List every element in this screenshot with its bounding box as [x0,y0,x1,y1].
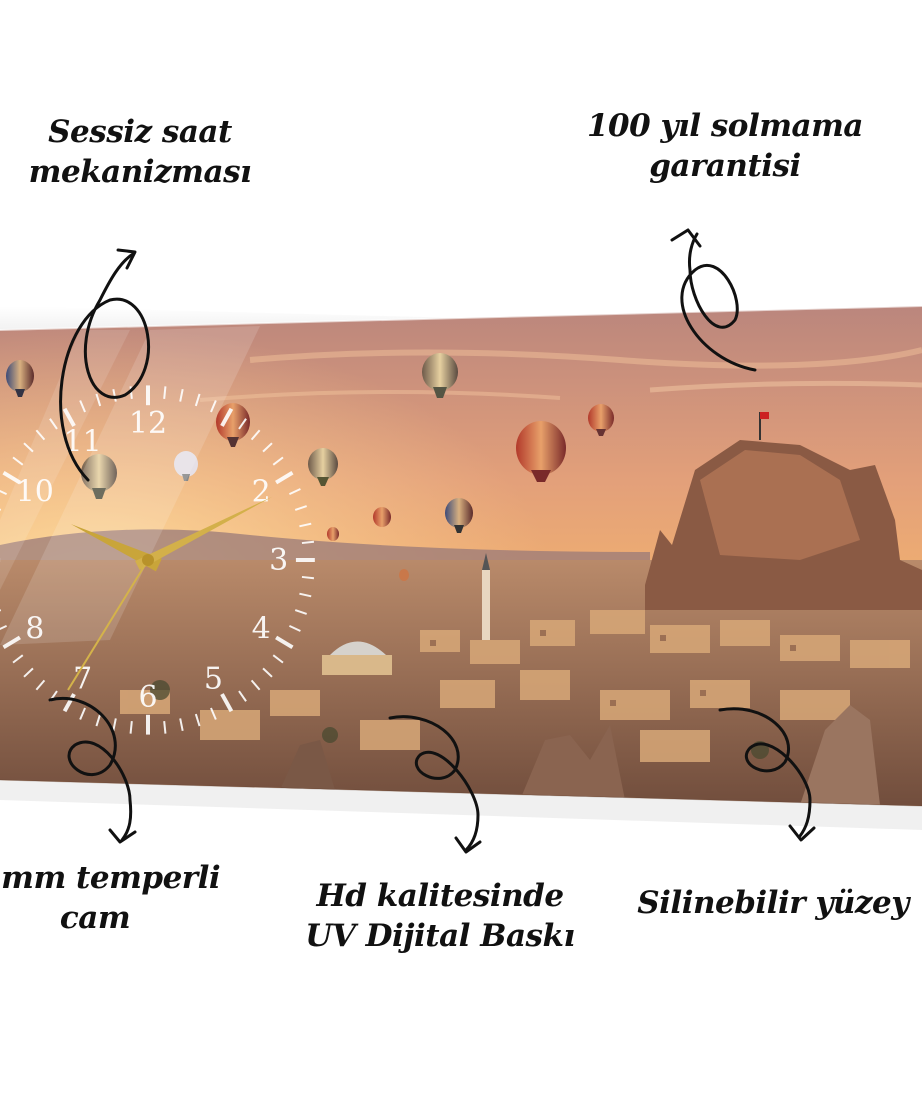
callout-line: UV Dijital Baskı [305,918,575,954]
clock-tick [12,456,24,466]
second-hand [67,559,149,691]
hot-air-balloons [6,353,614,581]
arrow-icon [718,707,816,842]
clock-numeral: 10 [16,475,54,510]
callout-line: garantisi [649,148,801,184]
clock-tick [272,456,284,466]
clock-tick [179,389,184,402]
clock-tick [299,522,312,528]
callout-line: Hd kalitesinde [316,878,564,914]
clock-tick [210,707,217,720]
clock-numeral: 8 [25,611,44,646]
clock-tick [275,635,294,650]
clock-hub [142,554,154,566]
clock-numeral: 12 [129,406,167,441]
callout-tempered-glass: 4 mm temperli cam [0,858,260,938]
clock-tick [112,718,117,731]
arrow-icon [59,248,150,482]
callout-line: Sessiz saat [48,114,232,150]
clock-tick [301,575,315,580]
callout-line: Silinebilir yüzey [637,885,909,921]
clock-numerals: 12 2 3 45 6 78 10 11 [16,406,289,715]
clock-tick [95,393,102,407]
arrow-icon [670,228,757,372]
clock-tick [210,400,217,413]
callout-line: 100 yıl solmama [586,108,864,144]
clock-tick [49,418,58,430]
arrow-icon [48,697,137,844]
clock-tick [35,429,46,441]
clock-tick [294,609,307,615]
clock-numeral: 6 [138,680,157,715]
clock-tick [250,429,261,441]
clock-tick [0,624,8,631]
clock-face: 12 2 3 45 6 78 10 11 [0,385,315,735]
clock-tick [288,624,301,632]
clock-tick [23,442,34,453]
clock-tick [163,721,167,734]
clock-numeral: 3 [269,543,288,578]
clock-tick [23,667,34,678]
clock-numeral: 5 [204,661,223,696]
minute-hand [135,496,273,570]
clock-tick [129,386,133,399]
clock-tick [275,470,294,485]
callout-uv-print: Hd kalitesinde UV Dijital Baskı [295,876,585,956]
callout-line: 4 mm temperli [0,860,221,896]
callout-wipeable-surface: Silinebilir yüzey [628,883,918,923]
clock-tick [79,707,86,720]
clock-tick [12,654,24,664]
callout-line: cam [59,900,131,936]
clock-tick [238,418,247,430]
clock-tick [79,400,86,413]
clock-tick [288,488,301,496]
clock-tick [299,592,312,598]
clock-numeral: 2 [252,475,271,510]
clock-hands [67,496,273,691]
clock-tick [220,693,234,713]
clock-tick [2,635,21,650]
callout-silent-mechanism: Sessiz saat mekanizması [20,112,260,192]
clock-tick [250,679,261,691]
callout-no-fade-guarantee: 100 yıl solmama garantisi [585,106,865,186]
clock-tick [194,713,201,727]
clock-tick [62,693,76,713]
callout-line: mekanizması [28,154,252,190]
clock-tick [129,721,133,734]
clock-tick [194,393,201,407]
clock-tick [220,407,234,427]
clock-tick [262,442,273,453]
clock-tick [301,540,315,545]
clock-tick [163,386,167,399]
clock-tick [238,690,247,702]
clock-tick [62,407,76,427]
clock-tick [0,489,8,496]
clock-tick [112,389,117,402]
clock-numeral: 4 [252,611,271,646]
clock-tick [272,654,284,664]
clock-tick [294,505,307,511]
clock-numeral: 7 [73,661,92,696]
arrow-icon [388,715,482,854]
clock-tick [179,718,184,731]
clock-numeral: 11 [64,425,102,460]
clock-tick [95,713,102,727]
clock-tick [262,667,273,678]
clock-tick [35,679,46,691]
clock-tick [2,470,21,485]
